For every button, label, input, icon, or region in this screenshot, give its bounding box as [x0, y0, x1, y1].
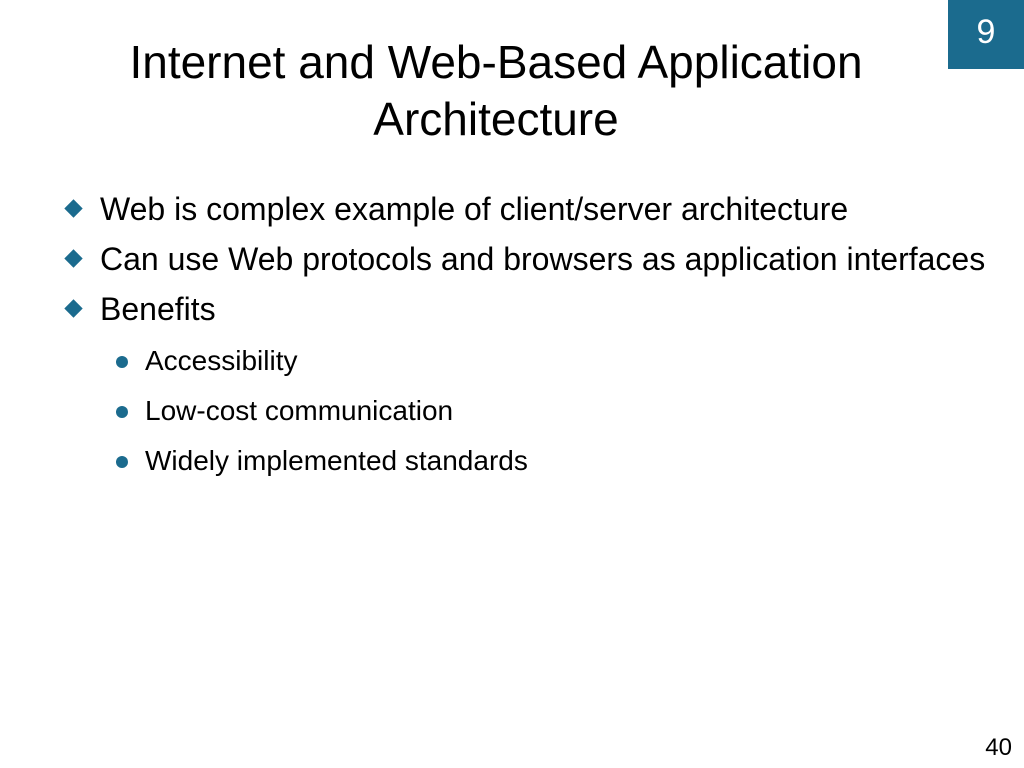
diamond-bullet-icon: [64, 199, 83, 218]
subbullet-text: Low-cost communication: [145, 395, 454, 426]
bullet-item: Web is complex example of client/server …: [62, 187, 992, 231]
diamond-bullet-icon: [64, 299, 83, 318]
diamond-bullet-icon: [64, 249, 83, 268]
chapter-badge: 9: [948, 0, 1024, 69]
page-number: 40: [985, 734, 1012, 761]
bullet-list: Web is complex example of client/server …: [62, 187, 992, 487]
subbullet-item: Low-cost communication: [100, 391, 992, 431]
bullet-item: Benefits Accessibility Low-cost communic…: [62, 287, 992, 481]
subbullet-list: Accessibility Low-cost communication Wid…: [100, 341, 992, 481]
dot-bullet-icon: [116, 356, 128, 368]
bullet-text: Benefits: [100, 291, 216, 327]
bullet-text: Web is complex example of client/server …: [100, 191, 849, 227]
slide-title: Internet and Web-Based Application Archi…: [129, 36, 863, 145]
dot-bullet-icon: [116, 406, 128, 418]
bullet-text: Can use Web protocols and browsers as ap…: [100, 241, 986, 277]
dot-bullet-icon: [116, 456, 128, 468]
subbullet-text: Widely implemented standards: [145, 445, 528, 476]
bullet-item: Can use Web protocols and browsers as ap…: [62, 237, 992, 281]
subbullet-item: Widely implemented standards: [100, 441, 992, 481]
subbullet-text: Accessibility: [145, 345, 298, 376]
subbullet-item: Accessibility: [100, 341, 992, 381]
